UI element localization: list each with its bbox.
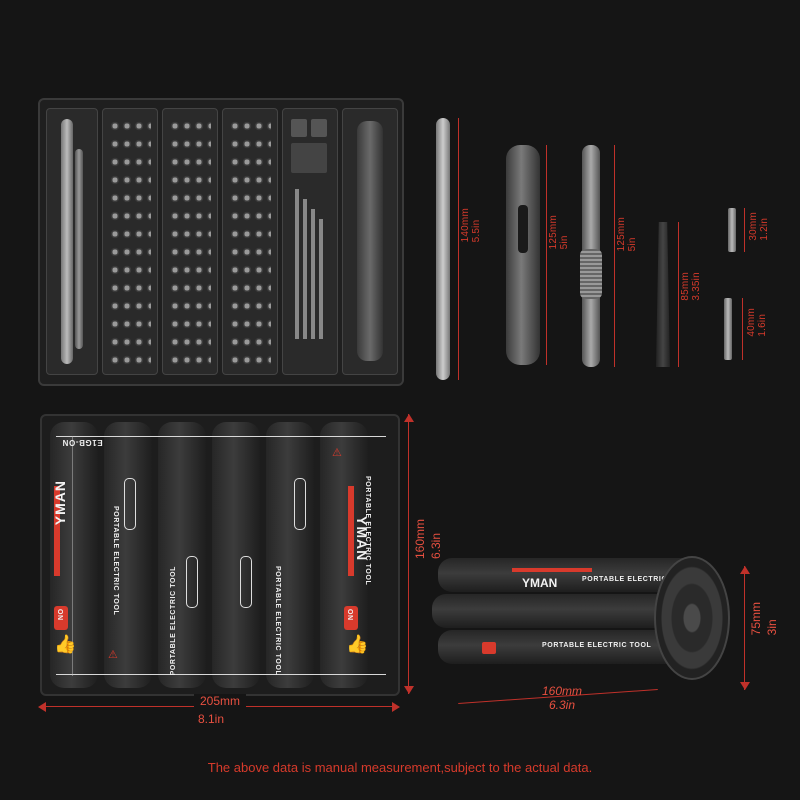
bit-holder-imperial: 5in — [627, 237, 638, 252]
flat-case-width-dimension: 205mm 8.1in — [38, 694, 400, 726]
flat-case-brand-right: YMAN — [354, 516, 370, 562]
warning-icon-right: ⚠ — [332, 447, 342, 459]
short-bit-tool — [728, 208, 736, 252]
bit-holder-dimension: 125mm 5in — [612, 145, 640, 367]
rolled-case-brand: YMAN — [522, 576, 558, 590]
rolled-case-length-dimension: 160mm 6.3in — [458, 684, 658, 724]
long-bit-metric: 40mm — [746, 308, 757, 337]
tweezers-metric: 85mm — [680, 272, 691, 301]
flat-case-width-metric: 205mm — [200, 694, 241, 708]
spudger-tool — [436, 118, 450, 380]
thumb-icon-right: 👍 — [346, 634, 369, 654]
tweezers-dimension: 85mm 3.35in — [676, 222, 704, 367]
warning-icon: ⚠ — [108, 649, 118, 661]
case-slot-bits-3 — [222, 108, 278, 375]
electric-screwdriver-imperial: 5in — [559, 235, 570, 250]
footer-note: The above data is manual measurement,sub… — [207, 760, 593, 775]
flat-case-badge-right: ON — [346, 609, 353, 621]
short-bit-metric: 30mm — [748, 212, 759, 241]
rolled-case-length-imperial: 6.3in — [548, 698, 576, 712]
flat-case-print-3: PORTABLE ELECTRIC TOOL — [274, 566, 281, 676]
bit-holder-tool — [580, 145, 602, 367]
tweezers-imperial: 3.35in — [691, 272, 702, 301]
rolled-case-end-cap — [654, 556, 730, 680]
short-bit-imperial: 1.2in — [759, 217, 770, 241]
rolled-case-print: PORTABLE ELECTRIC TOOL — [582, 576, 692, 583]
flat-case-brand: YMAN — [52, 480, 68, 526]
case-slot-bits-1 — [102, 108, 158, 375]
long-bit-tool — [724, 298, 732, 360]
short-bit-dimension: 30mm 1.2in — [742, 208, 772, 252]
flat-case-model: E1GB-ON — [62, 438, 103, 447]
thumb-icon: 👍 — [54, 634, 77, 654]
flat-case-print-2: PORTABLE ELECTRIC TOOL — [170, 566, 177, 676]
spudger-dimension: 140mm 5.5in — [452, 118, 482, 380]
tweezers-tool — [656, 222, 670, 367]
flat-case-badge-left: ON — [56, 609, 63, 621]
electric-screwdriver-metric: 125mm — [548, 215, 559, 250]
rolled-case-diameter-imperial: 3in — [765, 619, 779, 636]
electric-screwdriver-tool — [506, 145, 540, 365]
long-bit-dimension: 40mm 1.6in — [740, 298, 770, 360]
flat-case-height-dimension: 160mm 6.3in — [400, 414, 443, 694]
flat-case-print-4: PORTABLE ELECTRIC TOOL — [364, 476, 371, 586]
rolled-case-print-2: PORTABLE ELECTRIC TOOL — [542, 642, 652, 649]
spudger-metric: 140mm — [460, 208, 471, 243]
rolled-case-length-metric: 160mm — [542, 684, 583, 698]
flat-case-width-imperial: 8.1in — [198, 712, 225, 726]
spudger-imperial: 5.5in — [471, 219, 482, 243]
rolled-case-diameter-metric: 75mm — [749, 602, 763, 636]
electric-screwdriver-dimension: 125mm 5in — [544, 145, 572, 365]
flat-case-height-metric: 160mm — [413, 519, 427, 560]
long-bit-imperial: 1.6in — [757, 313, 768, 337]
flat-case-print-1: PORTABLE ELECTRIC TOOL — [112, 506, 119, 616]
case-slot-spudger — [46, 108, 98, 375]
bit-holder-metric: 125mm — [616, 217, 627, 252]
open-case — [38, 98, 406, 388]
case-slot-screwdriver — [342, 108, 398, 375]
case-slot-bits-2 — [162, 108, 218, 375]
case-slot-accessories — [282, 108, 338, 375]
flat-case: YMAN YMAN PORTABLE ELECTRIC TOOL PORTABL… — [40, 414, 400, 696]
rolled-case-diameter-dimension: 75mm 3in — [736, 566, 779, 690]
rolled-case: YMAN PORTABLE ELECTRIC TOOL PORTABLE ELE… — [432, 552, 732, 682]
